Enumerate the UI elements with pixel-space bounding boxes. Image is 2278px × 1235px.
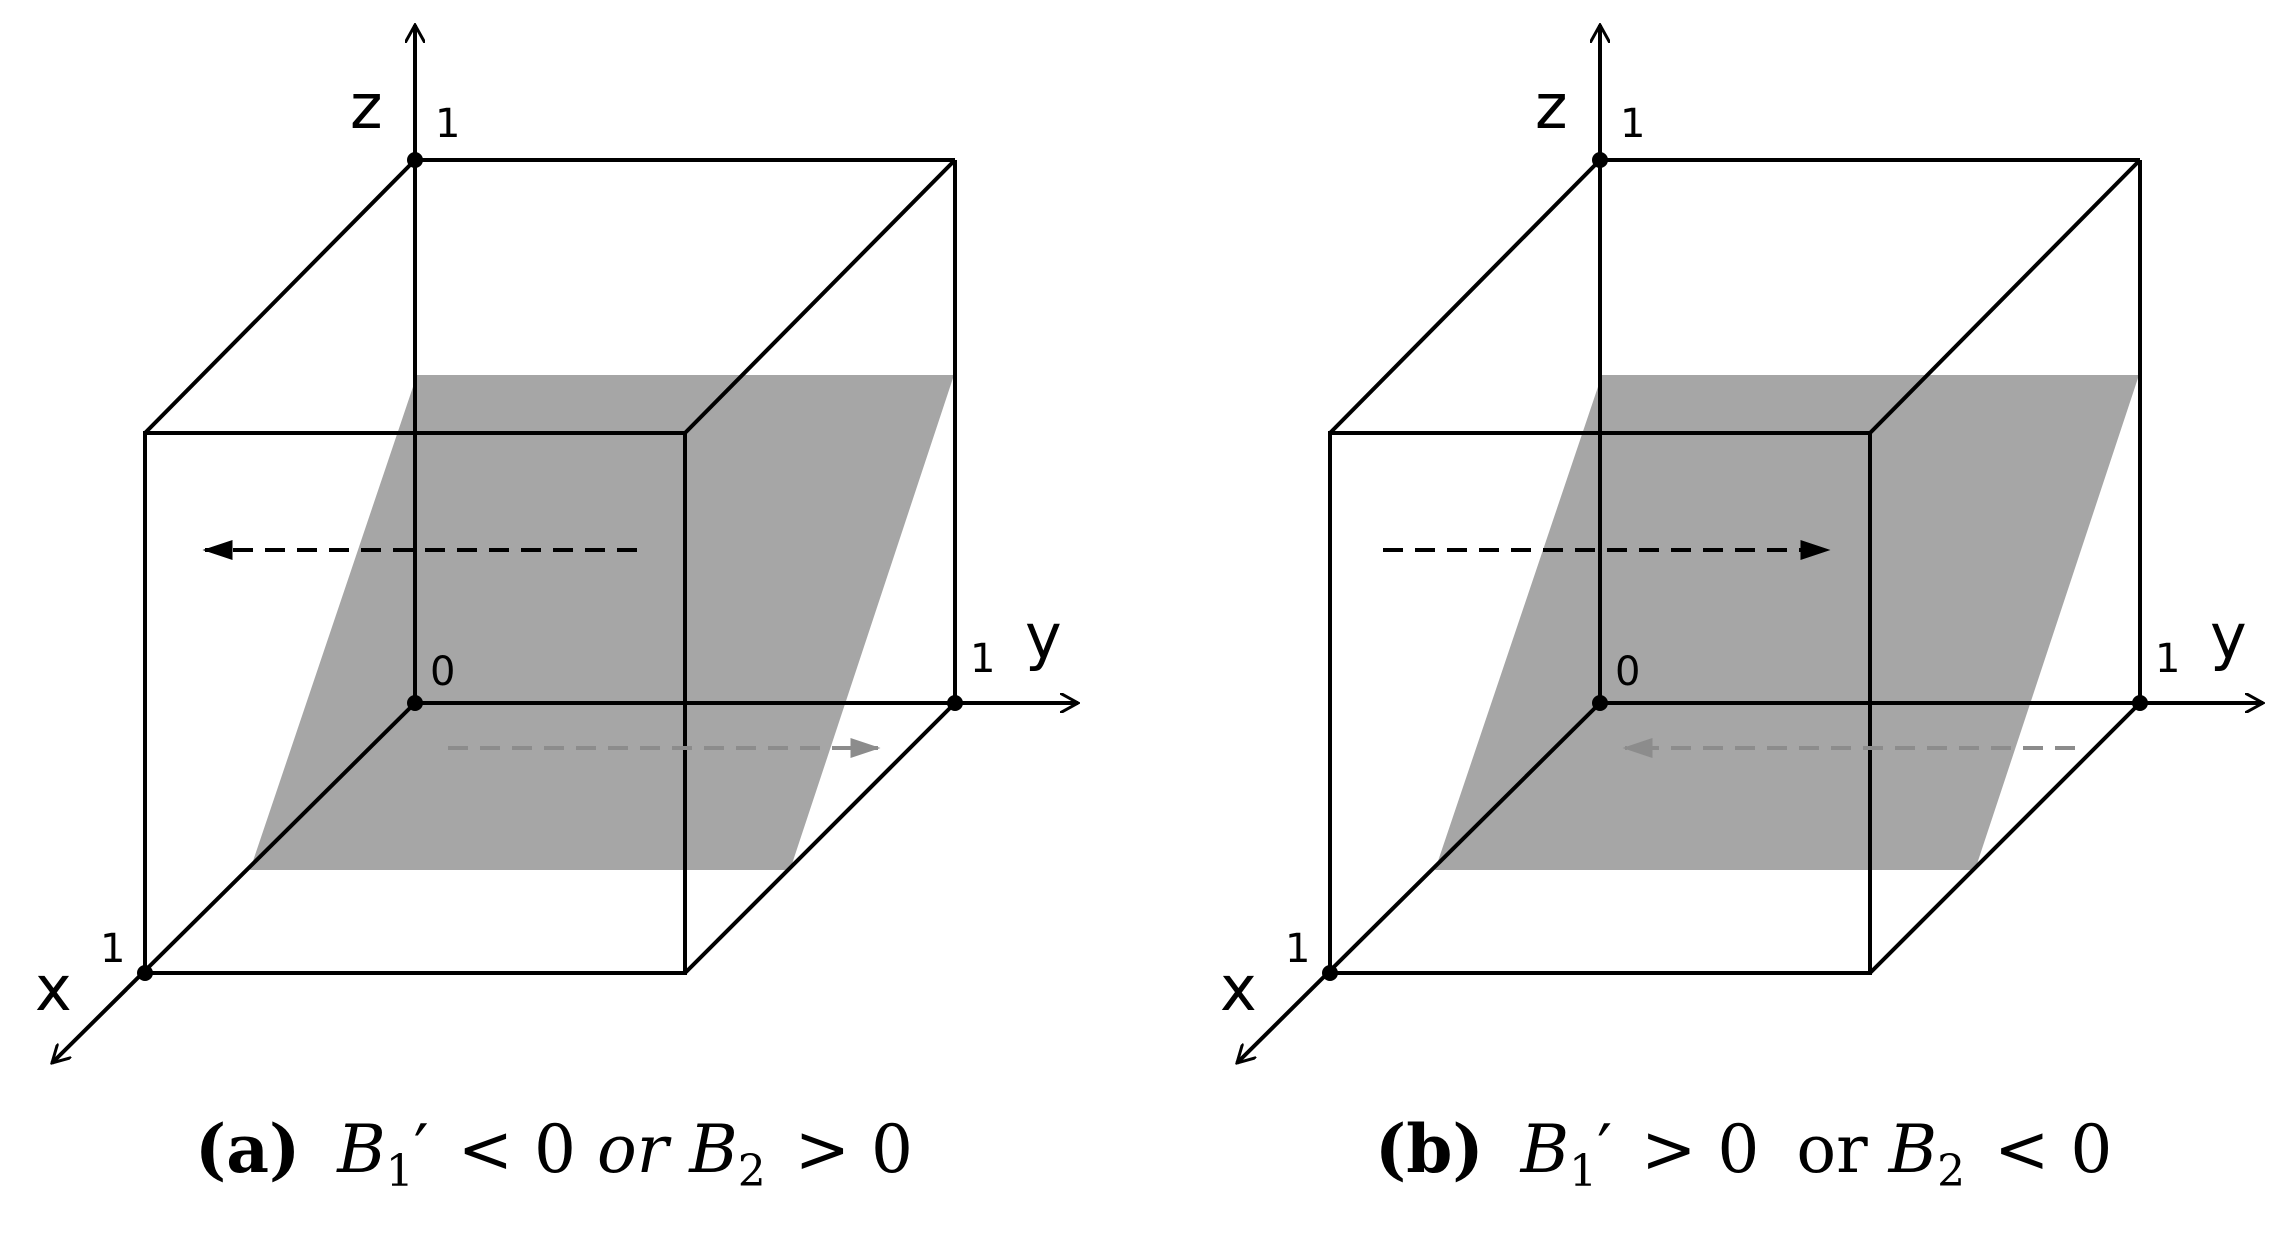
caption-label: (a) — [195, 1110, 300, 1188]
z-tick-1: 1 — [1620, 101, 1645, 147]
x-axis — [1237, 701, 1602, 1063]
caption-b2-sub: 2 — [1937, 1146, 1965, 1197]
y-axis-label: y — [1025, 600, 1062, 673]
axis-points — [1322, 152, 2148, 981]
panel-b: z y x 1 0 1 1 (b) B1′ > 0 or B2 < 0 — [1220, 25, 2263, 1202]
caption-a: (a) B1′ < 0 or B2 > 0 — [195, 1110, 913, 1202]
caption-label: (b) — [1375, 1110, 1484, 1188]
caption-b2: B — [688, 1111, 738, 1188]
caption-connector: or — [1796, 1111, 1868, 1188]
x-axis — [52, 701, 417, 1063]
caption-prime: ′ — [414, 1111, 429, 1188]
x-axis-label: x — [1220, 952, 1257, 1025]
caption-rel1: < 0 — [458, 1111, 576, 1188]
caption-connector: or — [597, 1111, 672, 1188]
z-tick-1: 1 — [435, 101, 460, 147]
z-axis-label: z — [1535, 70, 1568, 143]
axes — [1237, 25, 2263, 1063]
x-tick-1: 1 — [100, 926, 125, 972]
origin-tick: 0 — [430, 649, 455, 695]
caption-b1: B — [1520, 1111, 1570, 1188]
caption-rel1: > 0 — [1641, 1111, 1759, 1188]
caption-b2-sub: 2 — [738, 1146, 766, 1197]
x-axis-label: x — [35, 952, 72, 1025]
y-axis-label: y — [2210, 600, 2247, 673]
z-axis-label: z — [350, 70, 383, 143]
caption-prime: ′ — [1597, 1111, 1612, 1188]
caption-rel2: < 0 — [1994, 1111, 2112, 1188]
origin-tick: 0 — [1615, 649, 1640, 695]
caption-b1: B — [336, 1111, 386, 1188]
y-tick-1: 1 — [2155, 636, 2180, 682]
shaded-plane — [1435, 375, 2139, 870]
caption-b1-sub: 1 — [386, 1146, 414, 1197]
caption-b2: B — [1888, 1111, 1938, 1188]
caption-b: (b) B1′ > 0 or B2 < 0 — [1375, 1110, 2112, 1202]
panel-a: z y x 1 0 1 1 (a) B1′ < 0 or B2 > 0 — [35, 25, 1078, 1202]
axis-points — [137, 152, 963, 981]
axes — [52, 25, 1078, 1063]
caption-rel2: > 0 — [795, 1111, 913, 1188]
shaded-plane — [250, 375, 954, 870]
x-tick-1: 1 — [1285, 926, 1310, 972]
caption-b1-sub: 1 — [1569, 1146, 1597, 1197]
y-tick-1: 1 — [970, 636, 995, 682]
